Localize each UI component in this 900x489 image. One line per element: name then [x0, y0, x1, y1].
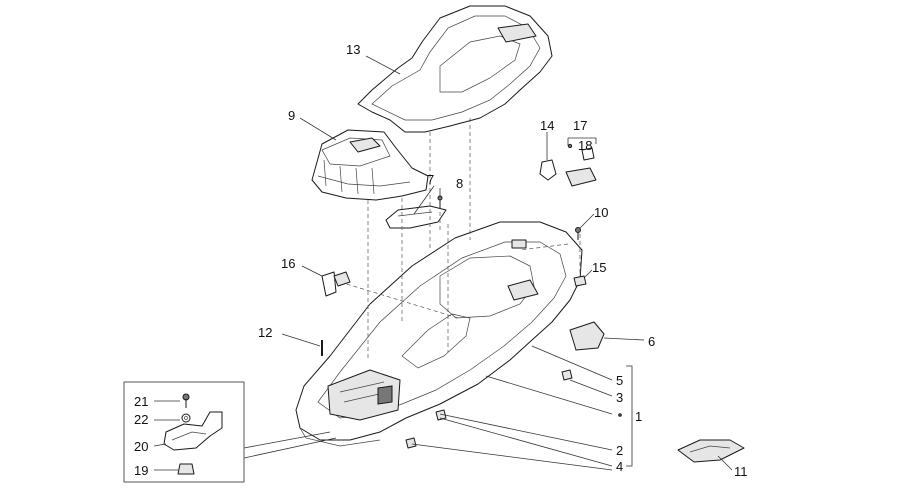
label-8: 8 — [456, 176, 463, 191]
label-9: 9 — [288, 108, 295, 123]
part-6-cover — [569, 321, 645, 351]
part-14-clip — [539, 132, 557, 181]
label-19: 19 — [134, 463, 148, 478]
label-17: 17 — [573, 118, 587, 133]
part-19-nut — [154, 463, 195, 475]
inset-detail-box — [123, 381, 245, 483]
part-7-bracket — [385, 205, 447, 229]
label-15: 15 — [592, 260, 606, 275]
part-16-fitting — [301, 265, 351, 297]
part-11-pad — [677, 439, 745, 471]
part-1-helmet-compartment — [295, 221, 583, 447]
label-14: 14 — [540, 118, 554, 133]
label-20: 20 — [134, 439, 148, 454]
label-11: 11 — [734, 464, 748, 479]
label-4: 4 — [616, 459, 623, 474]
label-6: 6 — [648, 334, 655, 349]
part-12-bolt — [281, 333, 323, 356]
label-22: 22 — [134, 412, 148, 427]
label-10: 10 — [594, 205, 608, 220]
label-2: 2 — [616, 443, 623, 458]
callout-labels: 13 9 7 8 14 17 18 10 16 15 12 6 5 3 1 2 … — [134, 42, 748, 479]
label-3: 3 — [616, 390, 623, 405]
part-10-screw — [575, 213, 595, 240]
small-hardware — [405, 369, 622, 449]
part-15-clip — [573, 269, 593, 287]
label-7: 7 — [427, 172, 434, 187]
label-21: 21 — [134, 394, 148, 409]
part-20-lock-mechanism — [153, 411, 223, 451]
label-1: 1 — [635, 409, 642, 424]
label-12: 12 — [258, 325, 272, 340]
part-17-lamp-assembly — [565, 137, 597, 187]
label-5: 5 — [616, 373, 623, 388]
part-21-screw — [154, 393, 190, 408]
part-8-screw — [437, 195, 443, 208]
part-22-washer — [154, 413, 191, 423]
part-13-seat-cover — [357, 5, 553, 133]
leader-lines — [243, 55, 633, 471]
part-9-storage-box — [311, 129, 429, 201]
label-16: 16 — [281, 256, 295, 271]
label-13: 13 — [346, 42, 360, 57]
label-18: 18 — [578, 138, 592, 153]
